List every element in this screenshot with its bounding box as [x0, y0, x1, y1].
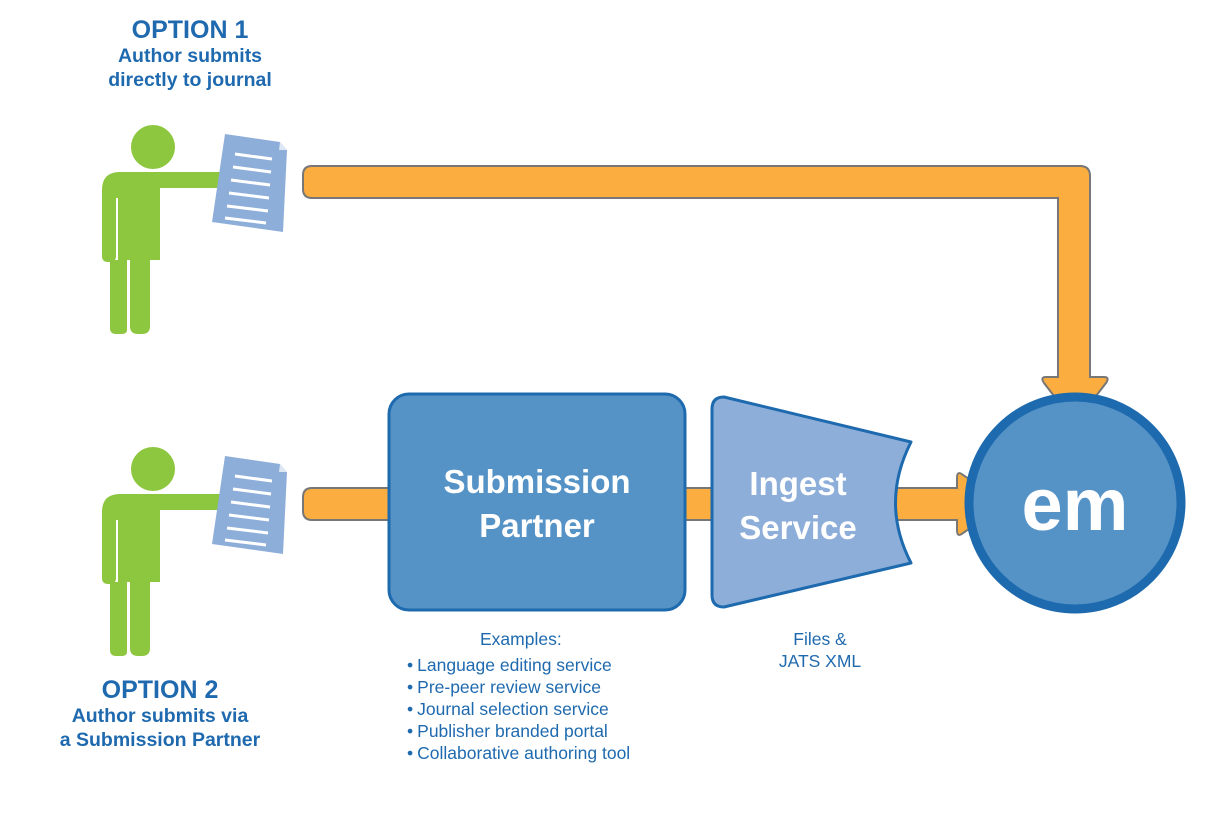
option2-title: OPTION 2 [101, 676, 219, 704]
partner-ingest-connector [682, 487, 716, 521]
option1-line1: Author submits [117, 45, 263, 67]
option2-line1: Author submits via [71, 705, 249, 727]
ingest-service-label: Ingest Service [712, 462, 884, 550]
example-item: Publisher branded portal [407, 720, 630, 742]
example-item: Collaborative authoring tool [407, 742, 630, 764]
person-icon [102, 447, 222, 656]
example-item: Pre-peer review service [407, 676, 630, 698]
ingest-output-label: Files & JATS XML [740, 628, 900, 672]
ingest-output-line1: Files & [793, 629, 847, 649]
ingest-output-line2: JATS XML [778, 651, 862, 671]
submission-partner-label: Submission Partner [389, 460, 685, 548]
option1-title: OPTION 1 [131, 16, 249, 44]
examples-heading: Examples: [480, 629, 562, 649]
option1-line2: directly to journal [108, 69, 272, 91]
examples-list: Language editing service Pre-peer review… [407, 654, 630, 764]
submission-partner-line2: Partner [479, 507, 595, 544]
document-icon [212, 134, 287, 232]
example-item: Language editing service [407, 654, 630, 676]
submission-partner-box [387, 392, 687, 612]
partner-input-arrow [302, 487, 393, 521]
option2-line2: a Submission Partner [59, 729, 261, 751]
ingest-service-line1: Ingest [749, 465, 847, 502]
person-icon [102, 125, 222, 334]
submission-partner-line1: Submission [443, 463, 631, 500]
option2-label: OPTION 2 Author submits via a Submission… [10, 676, 310, 752]
option1-label: OPTION 1 Author submits directly to jour… [40, 16, 340, 92]
example-item: Journal selection service [407, 698, 630, 720]
direct-submission-arrow [302, 165, 1109, 422]
document-icon [212, 456, 287, 554]
ingest-service-line2: Service [739, 509, 857, 546]
editorial-manager-node [964, 392, 1186, 614]
em-label: em [1021, 463, 1129, 546]
ingest-service-shape [710, 395, 913, 609]
